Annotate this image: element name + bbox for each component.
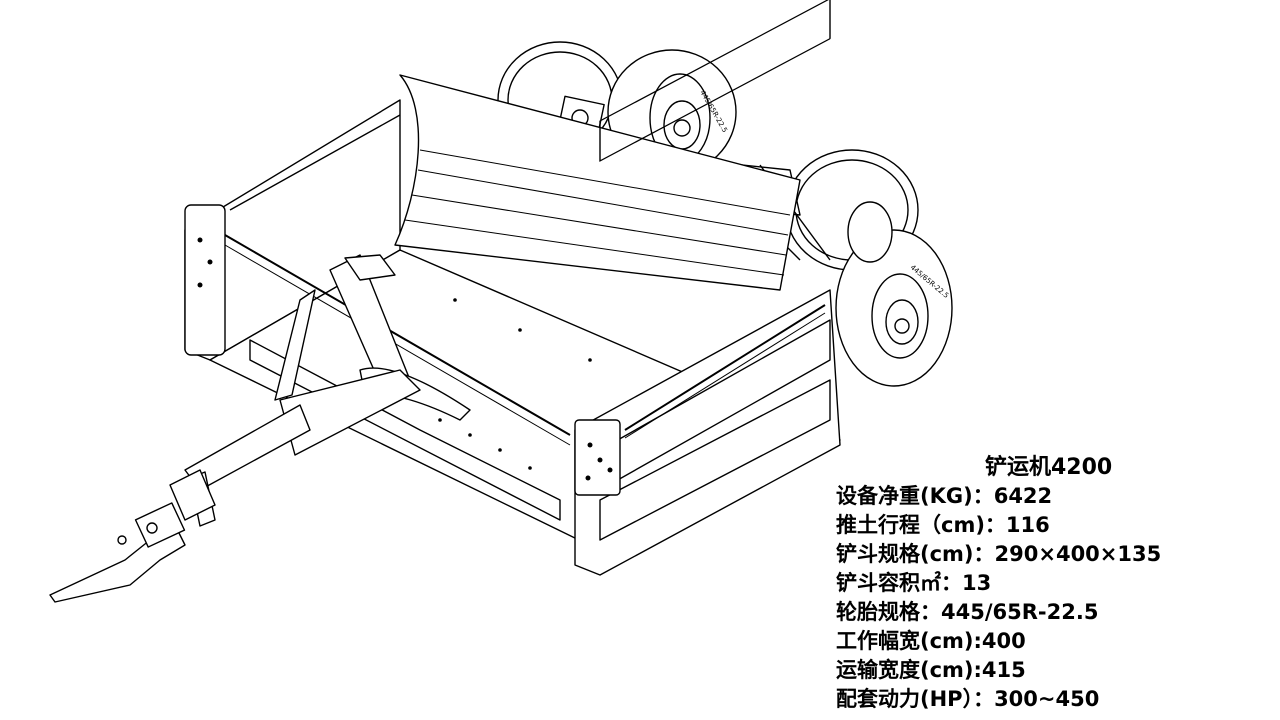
spec-bucket-capacity: 铲斗容积㎡：13 bbox=[836, 571, 992, 595]
rear-right-wheel-pair: 445/65R-22.5 bbox=[785, 149, 953, 387]
spec-working-width: 工作幅宽(cm):400 bbox=[836, 629, 1026, 653]
spec-list: 设备净重(KG)：6422 推土行程（cm)：116 铲斗规格(cm)：290×… bbox=[836, 482, 1161, 714]
spec-transport-width: 运输宽度(cm):415 bbox=[836, 658, 1026, 682]
spec-dozing-travel: 推土行程（cm)：116 bbox=[836, 513, 1050, 537]
spec-title: 铲运机4200 bbox=[985, 455, 1113, 480]
spec-power-requirement: 配套动力(HP）：300~450 bbox=[836, 687, 1100, 711]
spec-net-weight: 设备净重(KG)：6422 bbox=[836, 484, 1053, 508]
spec-tire-size: 轮胎规格：445/65R-22.5 bbox=[836, 600, 1099, 624]
spec-bucket-size: 铲斗规格(cm)：290×400×135 bbox=[836, 542, 1162, 566]
